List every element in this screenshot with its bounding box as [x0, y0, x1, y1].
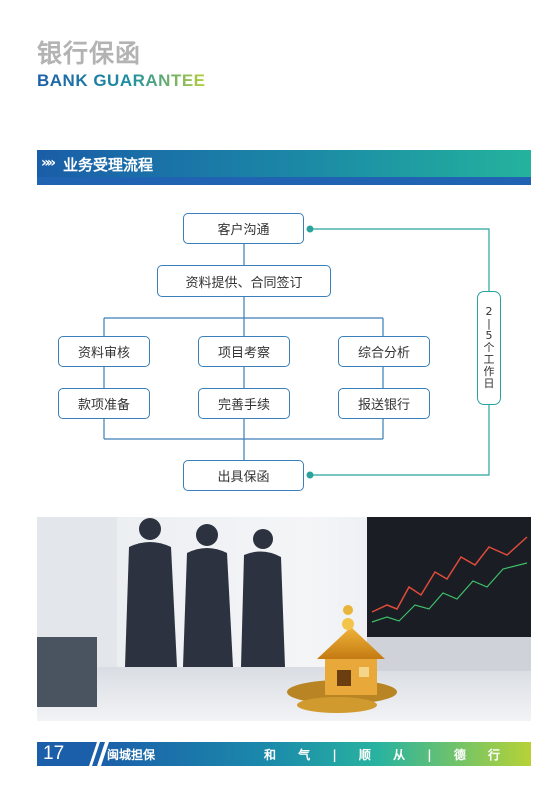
business-photo — [37, 517, 531, 721]
page-number: 17 — [37, 742, 97, 766]
bracket-dot — [306, 225, 314, 233]
section-header-underline — [37, 177, 531, 185]
duration-char: 5 — [485, 329, 493, 342]
page-title: 银行保函 — [37, 39, 142, 68]
footer-band — [97, 742, 531, 766]
flow-step-submit: 报送银行 — [338, 388, 430, 419]
duration-char: | — [487, 317, 491, 330]
section-header-band — [37, 150, 531, 177]
duration-bracket-top — [310, 228, 490, 291]
duration-label: 2 | 5 个 工 作 日 — [477, 291, 501, 405]
section-title: 业务受理流程 — [63, 156, 154, 174]
footer-brand: 闽城担保 — [107, 748, 156, 762]
flow-step-procedure: 完善手续 — [198, 388, 290, 419]
businessmen-silhouettes — [125, 518, 285, 667]
flow-step-deposit: 款项准备 — [58, 388, 150, 419]
flow-step-inspect: 项目考察 — [198, 336, 290, 367]
laptop — [37, 637, 97, 707]
page-footer: 17 闽城担保 和 气 | 顺 从 | 德 行 — [37, 742, 531, 766]
chevron-right-icon: »» — [41, 155, 56, 171]
duration-char: 日 — [483, 377, 495, 390]
flow-step-communicate: 客户沟通 — [183, 213, 304, 244]
house-coins-illustration — [287, 605, 397, 713]
bracket-dot — [306, 471, 314, 479]
flow-step-review: 资料审核 — [58, 336, 150, 367]
section-header: »» 业务受理流程 — [37, 150, 531, 185]
duration-char: 个 — [483, 341, 495, 354]
flow-step-analysis: 综合分析 — [338, 336, 430, 367]
duration-char: 工 — [483, 353, 495, 366]
flow-step-docs: 资料提供、合同签订 — [157, 265, 331, 297]
duration-char: 2 — [485, 305, 493, 318]
page-subtitle: BANK GUARANTEE — [37, 71, 206, 90]
flow-step-issue: 出具保函 — [183, 460, 304, 491]
business-meeting-illustration — [37, 517, 531, 721]
duration-char: 作 — [483, 365, 495, 378]
slash-divider-icon — [89, 742, 109, 766]
footer-motto: 和 气 | 顺 从 | 德 行 — [263, 748, 507, 762]
